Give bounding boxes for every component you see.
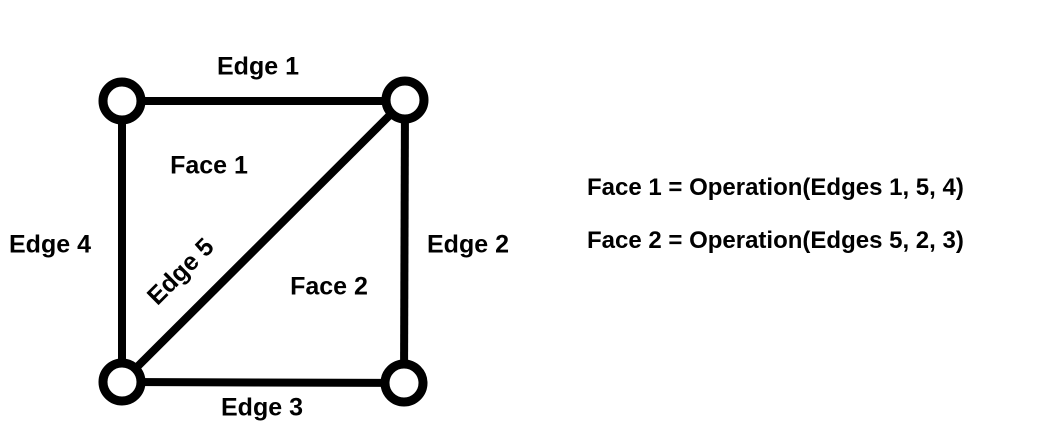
- vertex-top-left: [98, 77, 146, 125]
- vertex-bottom-right: [380, 359, 428, 407]
- edge-3-line: [121, 378, 405, 387]
- edge-4-label: Edge 4: [9, 230, 91, 259]
- edge-2-line: [400, 99, 409, 384]
- mesh-graph-canvas: [98, 76, 429, 407]
- vertex-top-right: [381, 76, 429, 124]
- edge-3-label: Edge 3: [221, 393, 303, 422]
- edge-2-label: Edge 2: [427, 230, 509, 259]
- edge-5-diagonal-line: [119, 97, 408, 385]
- vertex-bottom-left: [98, 358, 146, 406]
- face-2-label: Face 2: [290, 272, 368, 301]
- face-2-equation: Face 2 = Operation(Edges 5, 2, 3): [587, 227, 964, 254]
- edge-1-label: Edge 1: [217, 52, 299, 81]
- face-1-label: Face 1: [170, 151, 248, 180]
- face-1-equation: Face 1 = Operation(Edges 1, 5, 4): [587, 174, 964, 201]
